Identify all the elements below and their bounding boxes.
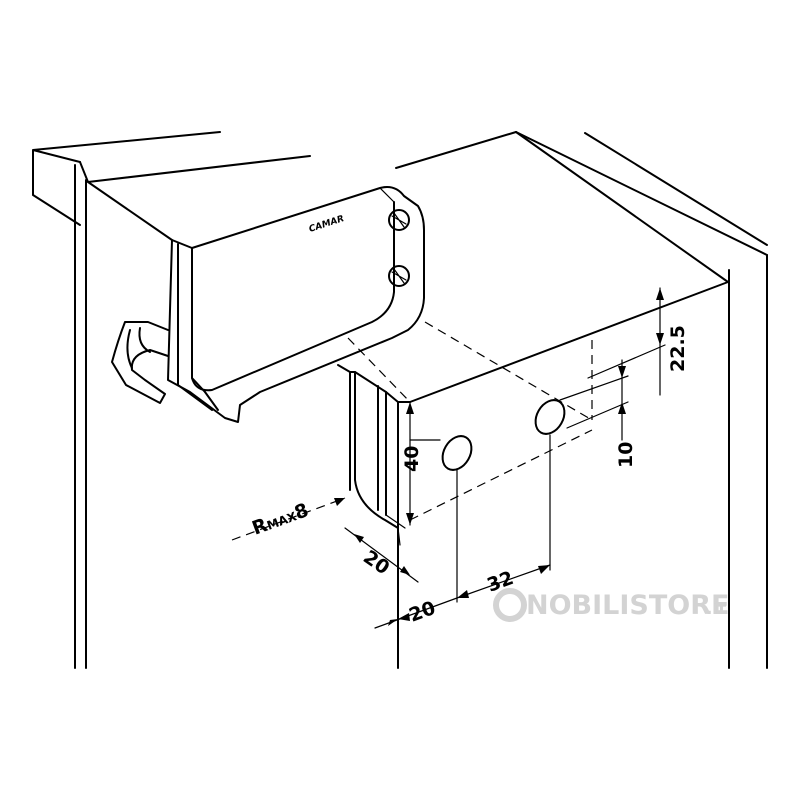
drill-hole-left: [441, 435, 473, 471]
dimension-rmax-8: RMAX8: [231, 497, 346, 541]
dimension-22-5: 22.5: [587, 287, 689, 396]
dimension-20-depth-label: 20: [359, 546, 393, 579]
watermark-suffix: .it: [706, 599, 726, 619]
camar-bracket: CAMAR: [167, 186, 425, 423]
screw-icon: [388, 265, 410, 287]
dimension-10: 10: [559, 359, 637, 468]
bracket-brand-logo: CAMAR: [308, 214, 346, 235]
dimension-32: 32: [456, 434, 551, 603]
dimension-20-edge: 20: [374, 597, 458, 629]
cabinet-right-panel: [515, 131, 768, 669]
dimension-20-depth: 20: [344, 514, 419, 583]
drill-hole-right: [534, 399, 566, 435]
drawer-box: [87, 131, 729, 669]
dimension-10-label: 10: [615, 442, 637, 468]
dimension-40: 40: [401, 401, 441, 526]
cabinet-top-panel: [32, 131, 311, 226]
watermark-text: NOBILISTORE: [526, 590, 729, 621]
screw-icon: [388, 209, 410, 231]
dimension-22-5-label: 22.5: [667, 325, 689, 372]
bracket-clip: [111, 321, 169, 404]
drawer-side-groove: [337, 364, 399, 529]
dimension-40-label: 40: [401, 446, 423, 472]
watermark: NOBILISTORE .it: [493, 588, 729, 622]
cabinet-side-post: [74, 164, 87, 669]
hidden-lines: [347, 321, 593, 521]
dimension-20-edge-label: 20: [406, 597, 438, 627]
watermark-logo-icon: [493, 588, 527, 622]
rmax-label: RMAX8: [249, 499, 311, 540]
